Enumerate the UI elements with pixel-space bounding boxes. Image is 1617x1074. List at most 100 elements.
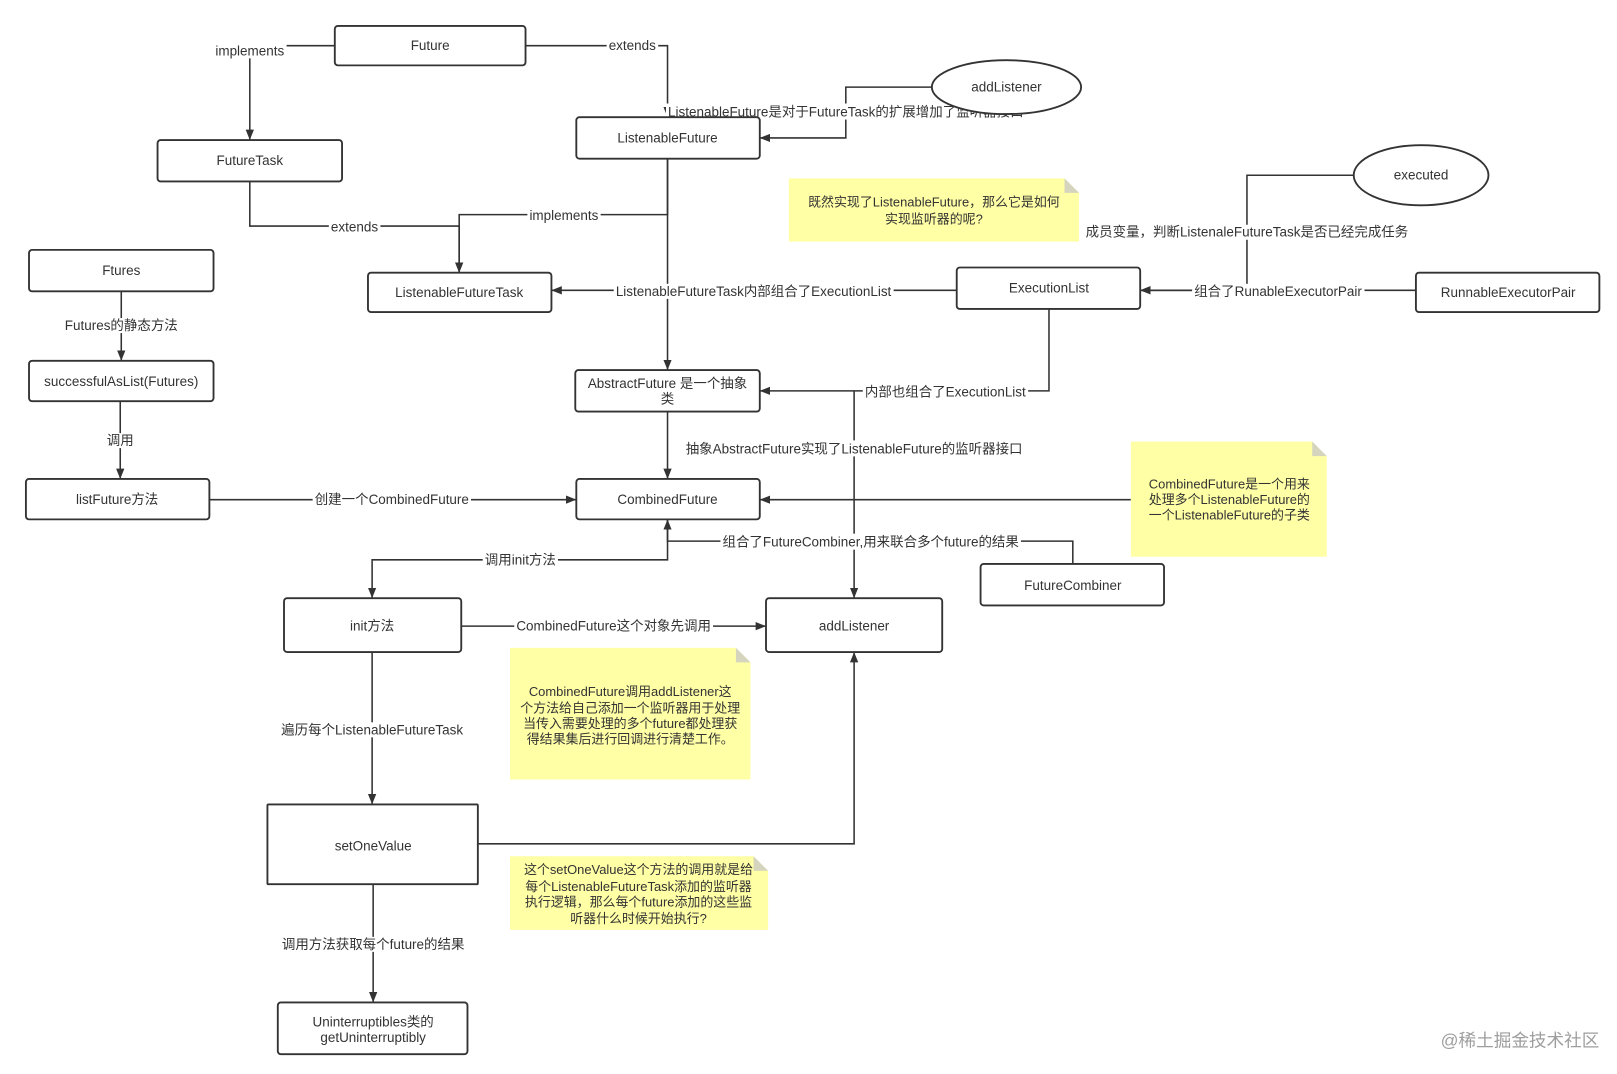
node-ellipse <box>930 59 1083 116</box>
note-body <box>788 178 1080 242</box>
edge-future-to-listenablefuture <box>525 44 672 118</box>
edge-label-background <box>62 318 180 334</box>
node-box <box>24 478 211 521</box>
note-line: 当传入需要处理的多个future都处理获 <box>523 716 737 731</box>
note-body <box>509 856 769 930</box>
edge-label-futuretask-extends: extends <box>331 220 378 235</box>
edge-label-composes-runnable-pair: 组合了RunableExecutorPair <box>1194 284 1362 299</box>
edge-label-background <box>862 384 1029 400</box>
node-ellipse <box>1352 144 1490 207</box>
node-box <box>575 116 761 160</box>
node-label: FutureTask <box>216 153 283 168</box>
edge-label-background <box>312 492 471 508</box>
note-line: 实现监听器的呢? <box>885 211 983 226</box>
edge-label-creates-combinedfuture: 创建一个CombinedFuture <box>315 492 469 507</box>
edge-label-background <box>213 43 287 59</box>
edge-label-executed-member: 成员变量，判断ListenaleFutureTask是否已经完成任务 <box>1086 225 1409 240</box>
node-init-method: init方法 <box>283 597 463 653</box>
edge-label-calls: 调用 <box>107 433 134 448</box>
node-listenablefuture: ListenableFuture <box>575 116 761 160</box>
node-box <box>283 597 463 653</box>
edge-labels: implements extends ListenableFuture是对于Fu… <box>62 38 1411 952</box>
note-line: 得结果集后进行回调进行清楚工作。 <box>527 732 734 747</box>
edge-label-abstract-composes-executionlist: 内部也组合了ExecutionList <box>865 384 1026 399</box>
edge-label-calls-addlistener-first: CombinedFuture这个对象先调用 <box>516 618 711 634</box>
node-futurecombiner: FutureCombiner <box>979 563 1165 607</box>
node-label: ExecutionList <box>1009 281 1089 296</box>
note-fold <box>1064 178 1080 193</box>
edge-label-background <box>328 219 381 235</box>
node-box <box>333 25 527 67</box>
node-box <box>28 248 215 293</box>
node-label: Ftures <box>102 263 140 278</box>
note-fold <box>735 647 751 663</box>
note-line: 执行逻辑，那么每个future添加的这些监 <box>525 894 752 909</box>
edge-label-future-extends: extends <box>609 38 656 53</box>
node-label-line-1: AbstractFuture 是一个抽象 <box>588 376 747 391</box>
node-executionlist: ExecutionList <box>955 266 1142 310</box>
note-line: 既然实现了ListenableFuture，那么它是如何 <box>808 195 1060 210</box>
note-addlistener-description: CombinedFuture调用addListener这 个方法给自己添加一个监… <box>509 647 751 780</box>
note-fold <box>1312 441 1327 457</box>
notes: 既然实现了ListenableFuture，那么它是如何 实现监听器的呢? Co… <box>509 178 1327 930</box>
node-label: init方法 <box>350 619 394 634</box>
edge-label-abstract-implements-listener: 抽象AbstractFuture实现了ListenableFuture的监听器接… <box>686 440 1023 456</box>
node-label: RunnableExecutorPair <box>1441 285 1576 300</box>
edge-label-gets-each-result: 调用方法获取每个future的结果 <box>282 937 465 952</box>
edge-label-background <box>606 38 659 54</box>
node-abstractfuture: AbstractFuture 是一个抽象 类 <box>574 369 761 413</box>
edge-label-background <box>279 722 466 738</box>
note-combinedfuture-description: CombinedFuture是一个用来 处理多个ListenableFuture… <box>1130 441 1327 557</box>
edge-label-background <box>279 936 467 952</box>
note-line: 处理多个ListenableFuture的 <box>1149 492 1310 507</box>
node-box <box>266 803 479 886</box>
note-line: 每个ListenableFutureTask添加的监听器 <box>525 879 752 894</box>
node-label-line-2: 类 <box>661 392 674 407</box>
node-runnableexecutorpair: RunnableExecutorPair <box>1414 271 1601 314</box>
node-box <box>1414 271 1601 314</box>
node-label: ListenableFuture <box>617 130 717 145</box>
node-future: Future <box>333 25 527 67</box>
node-successfulaslist: successfulAsList(Futures) <box>28 359 215 403</box>
node-box <box>28 359 215 403</box>
edge-label-background <box>613 283 894 299</box>
note-line: 一个ListenableFuture的子类 <box>1149 508 1310 523</box>
node-uninterruptibles: Uninterruptibles类的 getUninterruptibly <box>276 1001 469 1056</box>
edge-label-composes-futurecombiner: 组合了FutureCombiner,用来联合多个future的结果 <box>722 534 1018 550</box>
edge-label-background <box>1083 224 1411 240</box>
note-listener-question: 既然实现了ListenableFuture，那么它是如何 实现监听器的呢? <box>788 178 1080 242</box>
node-addlistener-box: addListener <box>765 597 944 653</box>
node-box <box>574 369 761 413</box>
edge-setonevalue-to-addlistener <box>477 652 859 845</box>
edge-label-iterates-tasks: 遍历每个ListenableFutureTask <box>281 722 463 737</box>
node-futuretask: FutureTask <box>156 139 343 183</box>
node-setonevalue: setOneValue <box>266 803 479 886</box>
watermark: @稀土掘金技术社区 <box>1441 1031 1600 1051</box>
edge-label-background <box>514 617 714 634</box>
node-label: successfulAsList(Futures) <box>44 374 198 389</box>
node-label: FutureCombiner <box>1024 578 1122 593</box>
node-box <box>765 597 944 653</box>
edge-label-background <box>104 433 136 449</box>
node-label: setOneValue <box>335 838 412 853</box>
edge-label-background <box>665 103 1026 120</box>
edge-label-background <box>482 552 558 568</box>
node-box <box>156 139 343 183</box>
node-label-line-1: Uninterruptibles类的 <box>313 1015 434 1030</box>
edge-label-background <box>720 533 1021 550</box>
note-line: CombinedFuture是一个用来 <box>1149 477 1310 492</box>
node-ftures: Ftures <box>28 248 215 293</box>
node-box <box>979 563 1165 607</box>
node-label: addListener <box>971 80 1042 95</box>
edge-label-listenable-implements: implements <box>529 208 598 223</box>
node-label: addListener <box>819 619 890 634</box>
note-setonevalue-description: 这个setOneValue这个方法的调用就是给 每个ListenableFutu… <box>509 856 769 930</box>
node-label: Future <box>411 38 450 53</box>
note-body <box>509 647 751 780</box>
note-line: CombinedFuture调用addListener这 <box>529 684 732 699</box>
edge-future-to-futuretask <box>245 44 335 141</box>
node-box <box>276 1001 469 1056</box>
node-combinedfuture: CombinedFuture <box>575 478 761 521</box>
edge-label-background <box>683 440 1025 457</box>
